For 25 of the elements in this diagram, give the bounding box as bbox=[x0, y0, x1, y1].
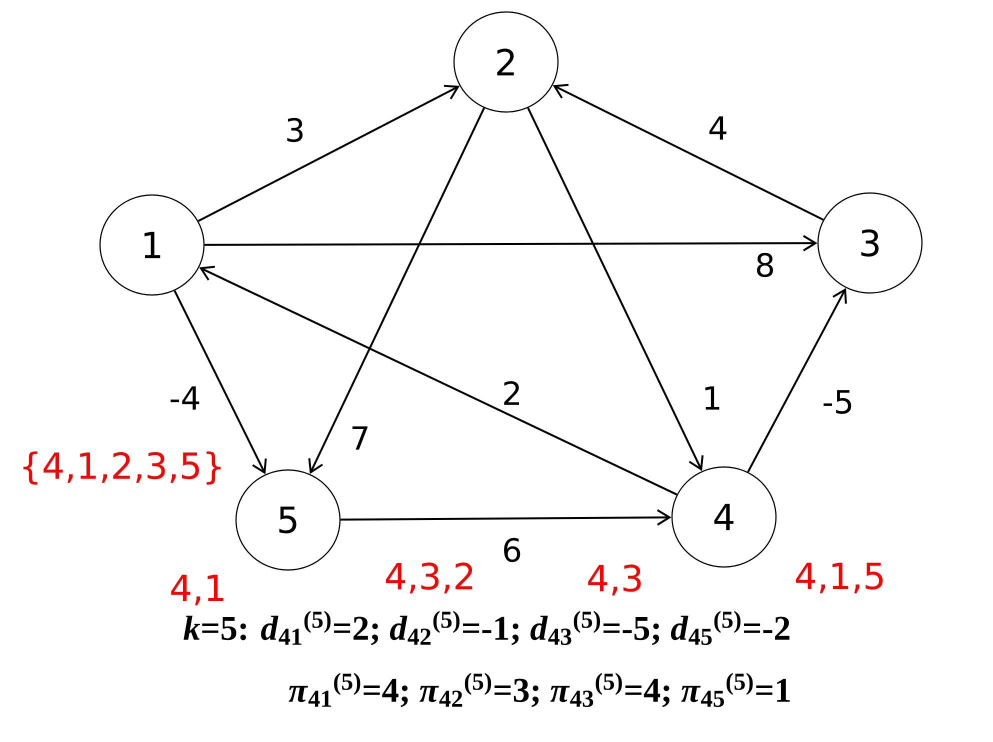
arrow bbox=[527, 108, 704, 472]
edge-label: -5 bbox=[820, 388, 856, 416]
edge-label: 4 bbox=[706, 115, 730, 141]
arrow bbox=[747, 288, 847, 472]
arrow bbox=[340, 509, 672, 526]
edge-label: 6 bbox=[500, 536, 524, 564]
edge-label: 8 bbox=[754, 252, 777, 278]
arrow bbox=[199, 266, 678, 496]
edge-label: 1 bbox=[700, 385, 724, 411]
arrow bbox=[174, 290, 267, 474]
handwritten-note: 4,3,2 bbox=[386, 562, 472, 594]
edge-label: 2 bbox=[500, 380, 524, 406]
handwritten-note: {4,1,2,3,5} bbox=[23, 451, 221, 485]
handwritten-note: 4,1,5 bbox=[796, 562, 883, 594]
edge-label: 3 bbox=[284, 116, 307, 144]
handwritten-note: 4,1 bbox=[171, 574, 224, 606]
arrow bbox=[552, 84, 824, 221]
arrow bbox=[198, 84, 460, 222]
arrow bbox=[308, 108, 486, 474]
formula-text: π$_{41}$$^{(5)}$=4; π$_{42}$$^{(5)}$=3; π$_{43}$$^{(5)}$=4; π$_{45}$$^{(5)}$=1 bbox=[288, 672, 790, 708]
edge-label: 7 bbox=[348, 425, 372, 451]
arrow bbox=[204, 234, 818, 252]
formula-text: k=5: d$_{41}$$^{(5)}$=2; d$_{42}$$^{(5)}$=-1; d$_{43}$$^{(5)}$=-5; d$_{45}$$^{(5)}$=-2 bbox=[184, 610, 790, 646]
edge-label: -4 bbox=[168, 385, 202, 411]
handwritten-note: 4,3 bbox=[588, 564, 641, 596]
